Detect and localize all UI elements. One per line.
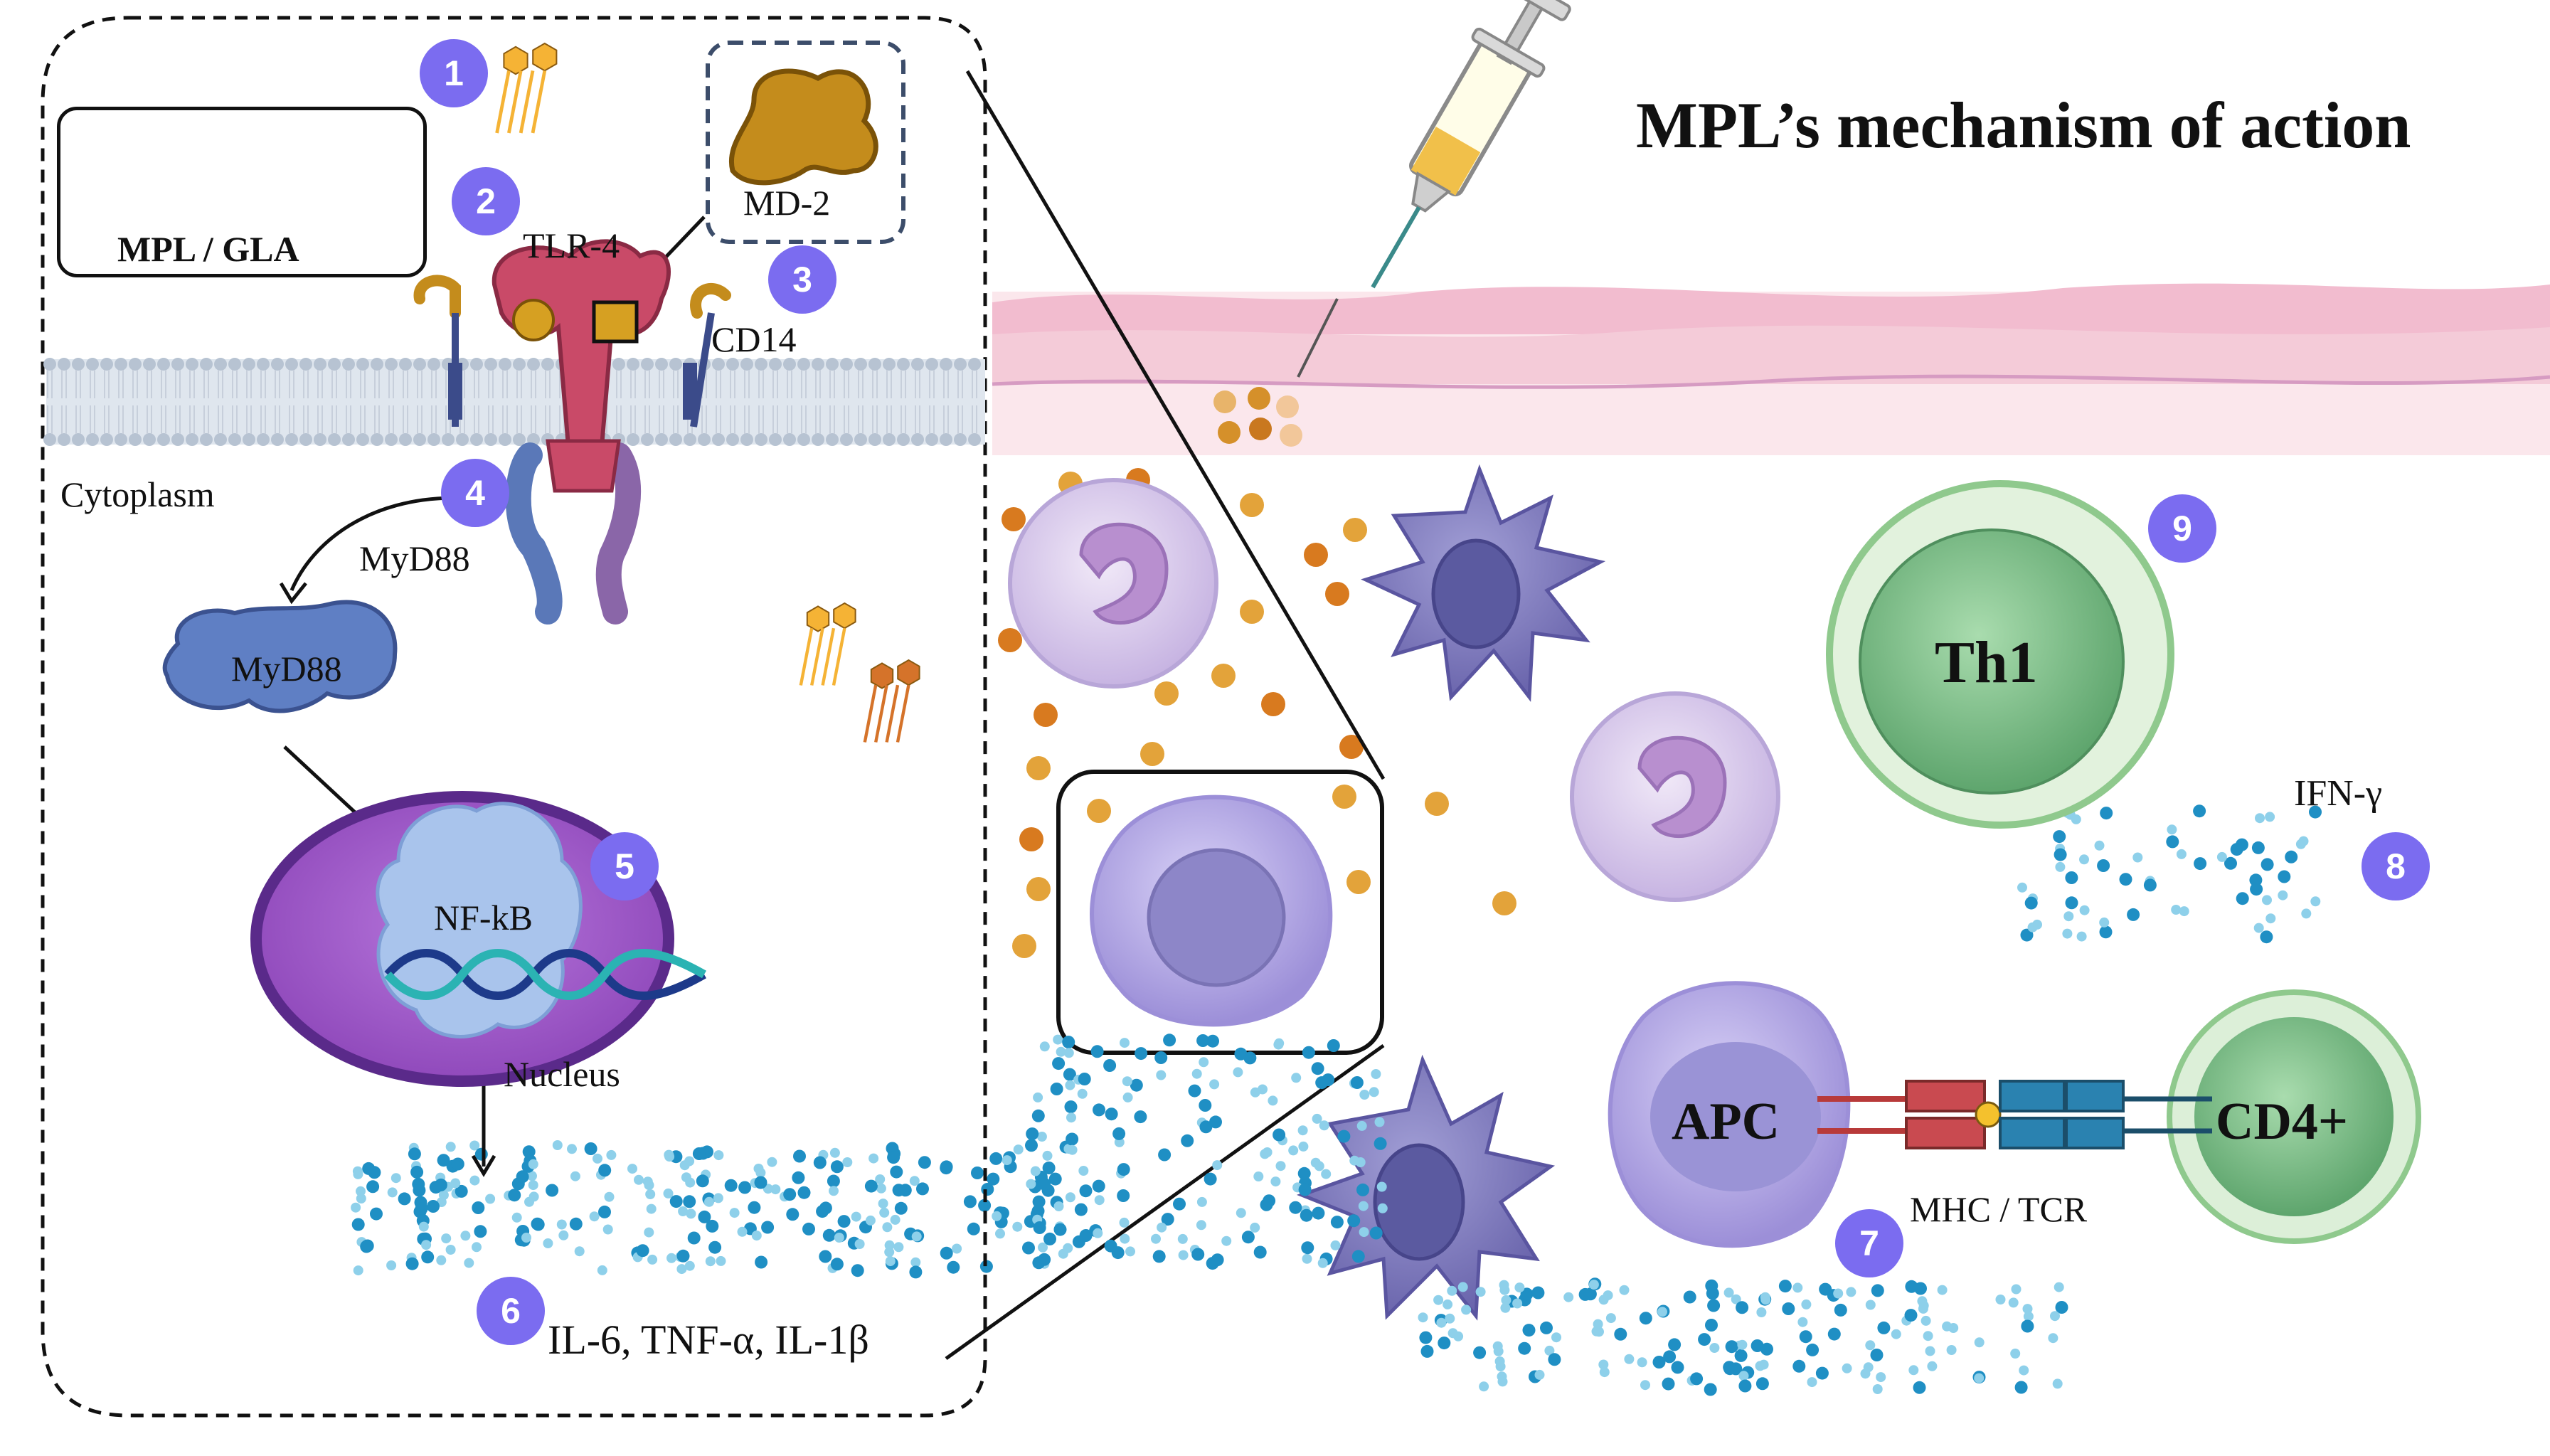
- cytoplasm-label: Cytoplasm: [60, 474, 215, 514]
- legend-label: MPL / GLA: [117, 229, 299, 269]
- lipid-molecules: [495, 42, 920, 743]
- nfkb-label: NF-kB: [434, 898, 533, 937]
- myd88-receptor-label: MyD88: [359, 538, 470, 578]
- cd14-receptor: [413, 275, 731, 427]
- dendritic-cell: [1296, 1054, 1556, 1321]
- cell-membrane: [43, 358, 985, 446]
- granulocyte-cell: [1570, 691, 1780, 902]
- ifn-gamma-label: IFN-γ: [2294, 773, 2383, 814]
- zoom-lines: [945, 70, 1386, 1361]
- granulocyte-cell: [1008, 478, 1218, 689]
- diagram-title: MPL’s mechanism of action: [1636, 89, 2411, 161]
- step-badge-5: 5: [590, 832, 659, 900]
- step-badge-1: 1: [420, 39, 488, 107]
- highlighted-apc-cell: [1056, 770, 1384, 1055]
- step-badge-8: 8: [2362, 832, 2430, 900]
- apc-label: APC: [1672, 1093, 1780, 1151]
- cytokine-cloud: [351, 804, 2322, 1396]
- cd4-label: CD4+: [2216, 1093, 2349, 1151]
- zoom-panel-outline: [41, 16, 987, 1418]
- dendritic-cell: [1361, 464, 1606, 702]
- th1-cell: [1826, 480, 2174, 829]
- myd88-protein: [162, 600, 398, 713]
- cd14-label: CD14: [711, 319, 797, 359]
- step-badge-7: 7: [1835, 1209, 1903, 1277]
- nucleus-label: Nucleus: [504, 1054, 620, 1094]
- md2-label: MD-2: [743, 183, 831, 223]
- myd88-protein-label: MyD88: [231, 649, 342, 689]
- mhc-tcr-complex: [1817, 1080, 2212, 1149]
- mhc-tcr-label: MHC / TCR: [1910, 1189, 2088, 1229]
- th1-label: Th1: [1935, 629, 2038, 696]
- md2-icon: [728, 68, 878, 186]
- tlr4-receptor: [492, 239, 671, 625]
- step-badge-4: 4: [441, 459, 509, 527]
- nucleus: [250, 791, 706, 1087]
- legend-box: [57, 107, 427, 277]
- tlr4-label: TLR-4: [523, 225, 620, 265]
- step-badge-2: 2: [452, 167, 520, 235]
- md2-box: [706, 41, 905, 244]
- syringe-icon: [1371, 0, 1571, 289]
- apc-cell: [1608, 981, 1851, 1248]
- step-badge-9: 9: [2148, 494, 2216, 563]
- cd4-cell: [2167, 989, 2421, 1244]
- step-badge-3: 3: [768, 245, 836, 314]
- cytokines-label: IL-6, TNF-α, IL-1β: [548, 1317, 869, 1363]
- vaccine-depot: [1213, 387, 1302, 447]
- step-badge-6: 6: [477, 1277, 545, 1345]
